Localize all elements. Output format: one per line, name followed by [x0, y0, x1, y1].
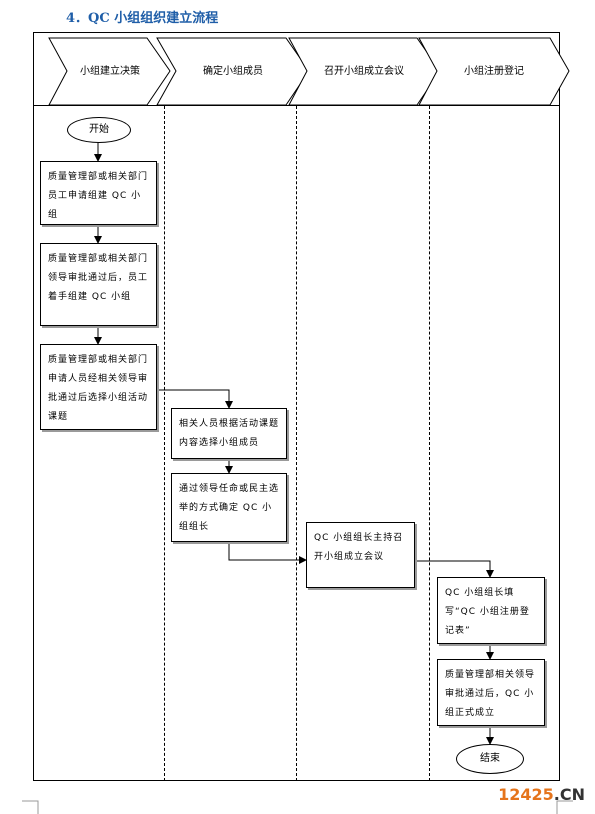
step-founding-meeting: QC 小组组长主持召开小组成立会议 — [306, 522, 415, 588]
lane-divider-2 — [296, 106, 297, 781]
watermark-dot: . — [553, 785, 560, 804]
step-apply-qc-group: 质量管理部或相关部门员工申请组建 QC 小组 — [40, 161, 157, 225]
step-select-topic: 质量管理部或相关部门申请人员经相关领导审批通过后选择小组活动课题 — [40, 344, 157, 430]
lane-divider-1 — [164, 106, 165, 781]
step-select-members: 相关人员根据活动课题内容选择小组成员 — [171, 408, 287, 459]
start-terminator: 开始 — [67, 117, 131, 143]
lane-label-members: 确定小组成员 — [203, 66, 263, 77]
lane-label-meeting: 召开小组成立会议 — [324, 66, 404, 77]
end-terminator: 结束 — [456, 744, 524, 774]
arrow-s6-s7 — [415, 560, 494, 578]
lane-label-registration: 小组注册登记 — [464, 66, 524, 77]
arrow-s3-s4 — [157, 389, 233, 409]
watermark-suffix: CN — [559, 785, 585, 804]
step-appoint-leader: 通过领导任命或民主选举的方式确定 QC 小组组长 — [171, 473, 287, 542]
page-title: 4．QC 小组组织建立流程 — [66, 11, 219, 26]
site-watermark-logo: 12425.CN — [485, 785, 585, 804]
lane-label-decision: 小组建立决策 — [80, 66, 140, 77]
step-official-establishment: 质量管理部相关领导审批通过后，QC 小组正式成立 — [437, 659, 545, 726]
lane-divider-3 — [429, 106, 430, 781]
step-leader-approval: 质量管理部或相关部门领导审批通过后，员工着手组建 QC 小组 — [40, 243, 157, 326]
watermark-number: 12425 — [498, 785, 554, 804]
header-divider — [33, 105, 560, 106]
step-registration-form: QC 小组组长填写“QC 小组注册登记表” — [437, 577, 545, 644]
arrow-s5-s6 — [228, 542, 307, 564]
